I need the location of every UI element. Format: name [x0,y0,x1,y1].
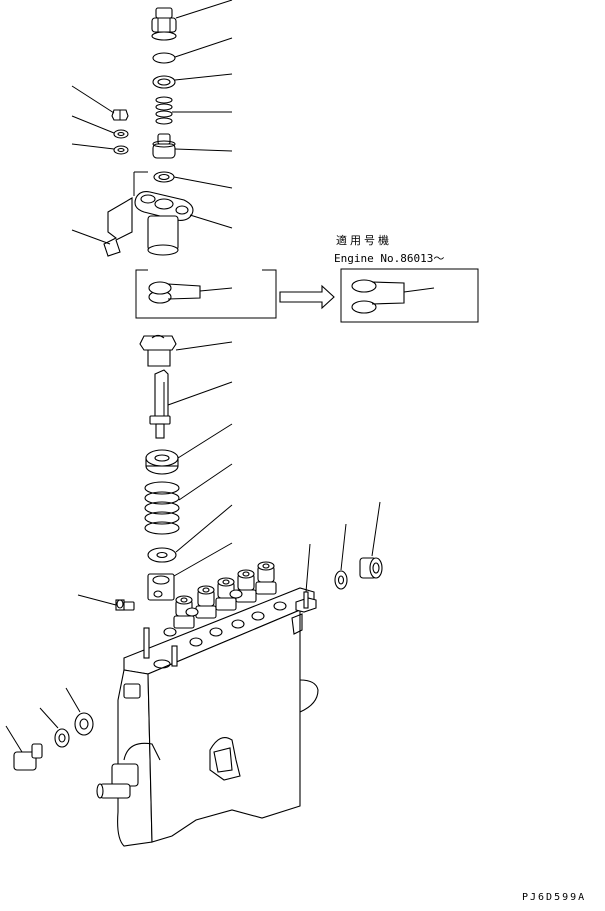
leader-line-1 [175,0,233,19]
flat-washer [113,145,129,155]
ring-left [74,712,94,736]
leader-line-plug-left [5,725,23,753]
leader-line-bleeder [77,594,117,606]
leader-line-stud [305,543,311,593]
leader-line-12 [178,463,233,501]
arrow-to-new-shim [279,284,335,310]
plunger-barrel-flange [133,171,194,256]
leader-line-6 [173,176,233,189]
new-shim-box [340,268,479,323]
leader-line-ring-left [65,687,81,713]
leader-line-7 [189,214,233,229]
tappet [147,573,175,601]
leader-line-13 [175,504,233,553]
leader-line-nut-right [371,501,381,557]
leader-line-10 [167,381,233,406]
plug-left [13,743,43,771]
leader-line-11 [177,423,233,459]
delivery-valve-holder [151,7,177,41]
nut-right [359,557,383,579]
leader-line-5 [174,148,233,152]
leader-line-washer-right [340,523,347,571]
flange-nuts [163,589,287,647]
upper-spring-seat [145,449,179,475]
spring-washer [113,129,129,139]
leader-line-3 [174,73,233,81]
o-ring [152,52,176,64]
applicable-note-title: 適用号機 [336,233,392,247]
gasket-left [54,728,70,748]
leader-line-9 [175,341,233,351]
delivery-valve [152,133,176,159]
leader-line-2 [174,37,233,58]
lower-spring-seat [147,547,177,563]
leader-line-14 [173,542,233,577]
delivery-valve-holder-row [173,561,277,629]
drawing-code: PJ6D599A [522,892,586,903]
leader-line-washer-2 [71,143,115,150]
plunger [149,369,171,439]
gasket [152,75,176,89]
seat-ring [153,171,175,183]
leader-line-gasket-left [39,707,59,729]
lock-plate [103,197,133,257]
control-sleeve [139,334,177,367]
stud-bolt [303,591,309,609]
bleeder-screw [115,599,135,611]
injection-pump-body [96,561,319,847]
leader-line-8 [199,287,233,292]
leader-line-lock-plate [71,229,111,245]
delivery-valve-spring [155,96,173,125]
leader-line-washer-1 [71,115,115,134]
nut [111,109,129,121]
washer-right [334,570,348,590]
engine-serial-note: Engine No.86013〜 [334,252,444,265]
plunger-spring [144,481,180,535]
leader-line-nut [71,85,115,114]
shim-box [135,269,277,319]
